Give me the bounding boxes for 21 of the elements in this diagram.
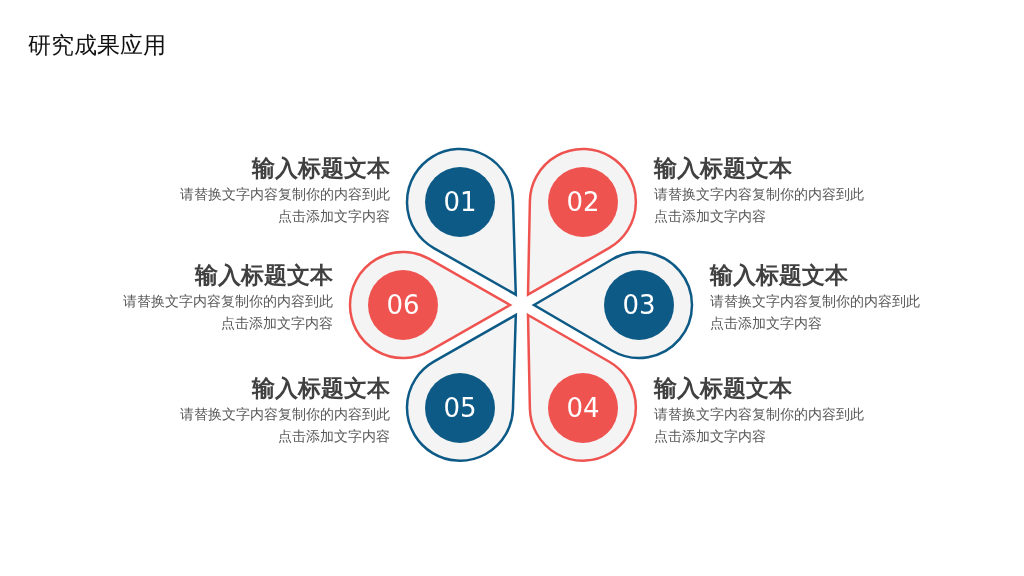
item-description: 请替换文字内容复制你的内容到此 — [710, 292, 920, 311]
item-heading: 输入标题文本 — [195, 261, 333, 290]
item-description: 请替换文字内容复制你的内容到此 — [180, 185, 390, 204]
item-description: 请替换文字内容复制你的内容到此 — [123, 292, 333, 311]
item-heading: 输入标题文本 — [252, 154, 390, 183]
item-description: 请替换文字内容复制你的内容到此 — [654, 185, 864, 204]
item-heading: 输入标题文本 — [252, 374, 390, 403]
item-description: 点击添加文字内容 — [221, 314, 333, 333]
item-heading: 输入标题文本 — [654, 374, 792, 403]
item-description: 点击添加文字内容 — [654, 207, 766, 226]
teardrop-petal — [348, 250, 512, 360]
item-description: 点击添加文字内容 — [710, 314, 822, 333]
item-description: 请替换文字内容复制你的内容到此 — [654, 405, 864, 424]
item-heading: 输入标题文本 — [654, 154, 792, 183]
teardrop-petal — [526, 313, 638, 463]
item-description: 点击添加文字内容 — [278, 427, 390, 446]
item-description: 点击添加文字内容 — [654, 427, 766, 446]
item-heading: 输入标题文本 — [710, 261, 848, 290]
page-title: 研究成果应用 — [28, 31, 166, 60]
item-description: 点击添加文字内容 — [278, 207, 390, 226]
item-description: 请替换文字内容复制你的内容到此 — [180, 405, 390, 424]
